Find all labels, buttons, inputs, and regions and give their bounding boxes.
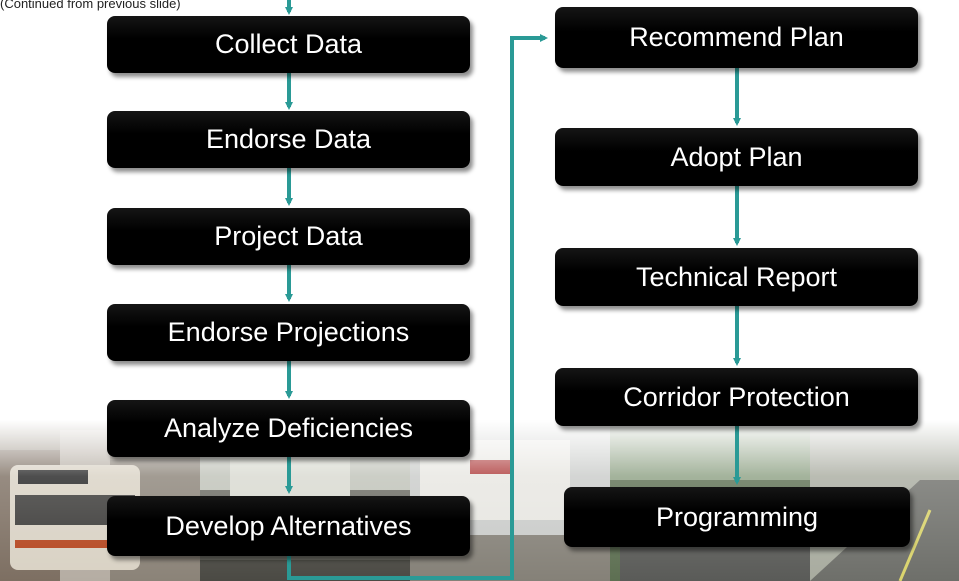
step-adopt-plan: Adopt Plan	[555, 128, 918, 186]
step-label: Develop Alternatives	[165, 510, 412, 541]
step-develop-alternatives: Develop Alternatives	[107, 496, 470, 556]
step-label: Adopt Plan	[670, 141, 803, 172]
step-label: Endorse Projections	[167, 317, 410, 347]
step-label: Analyze Deficiencies	[163, 413, 414, 443]
step-recommend-plan: Recommend Plan	[555, 7, 918, 68]
step-collect-data: Collect Data	[107, 16, 470, 73]
step-endorse-data: Endorse Data	[107, 111, 470, 168]
step-programming: Programming	[564, 487, 910, 547]
step-label: Project Data	[214, 221, 363, 251]
continued-note: (Continued from previous slide)	[0, 0, 181, 11]
step-label: Endorse Data	[205, 124, 372, 154]
step-endorse-projections: Endorse Projections	[107, 304, 470, 361]
step-corridor-protection: Corridor Protection	[555, 368, 918, 426]
step-label: Corridor Protection	[623, 381, 850, 412]
step-project-data: Project Data	[107, 208, 470, 265]
step-technical-report: Technical Report	[555, 248, 918, 306]
step-label: Collect Data	[214, 29, 363, 59]
step-label: Recommend Plan	[629, 22, 844, 52]
step-label: Programming	[655, 501, 819, 532]
crossover-connector	[287, 34, 548, 580]
step-analyze-deficiencies: Analyze Deficiencies	[107, 400, 470, 457]
step-label: Technical Report	[635, 261, 838, 292]
